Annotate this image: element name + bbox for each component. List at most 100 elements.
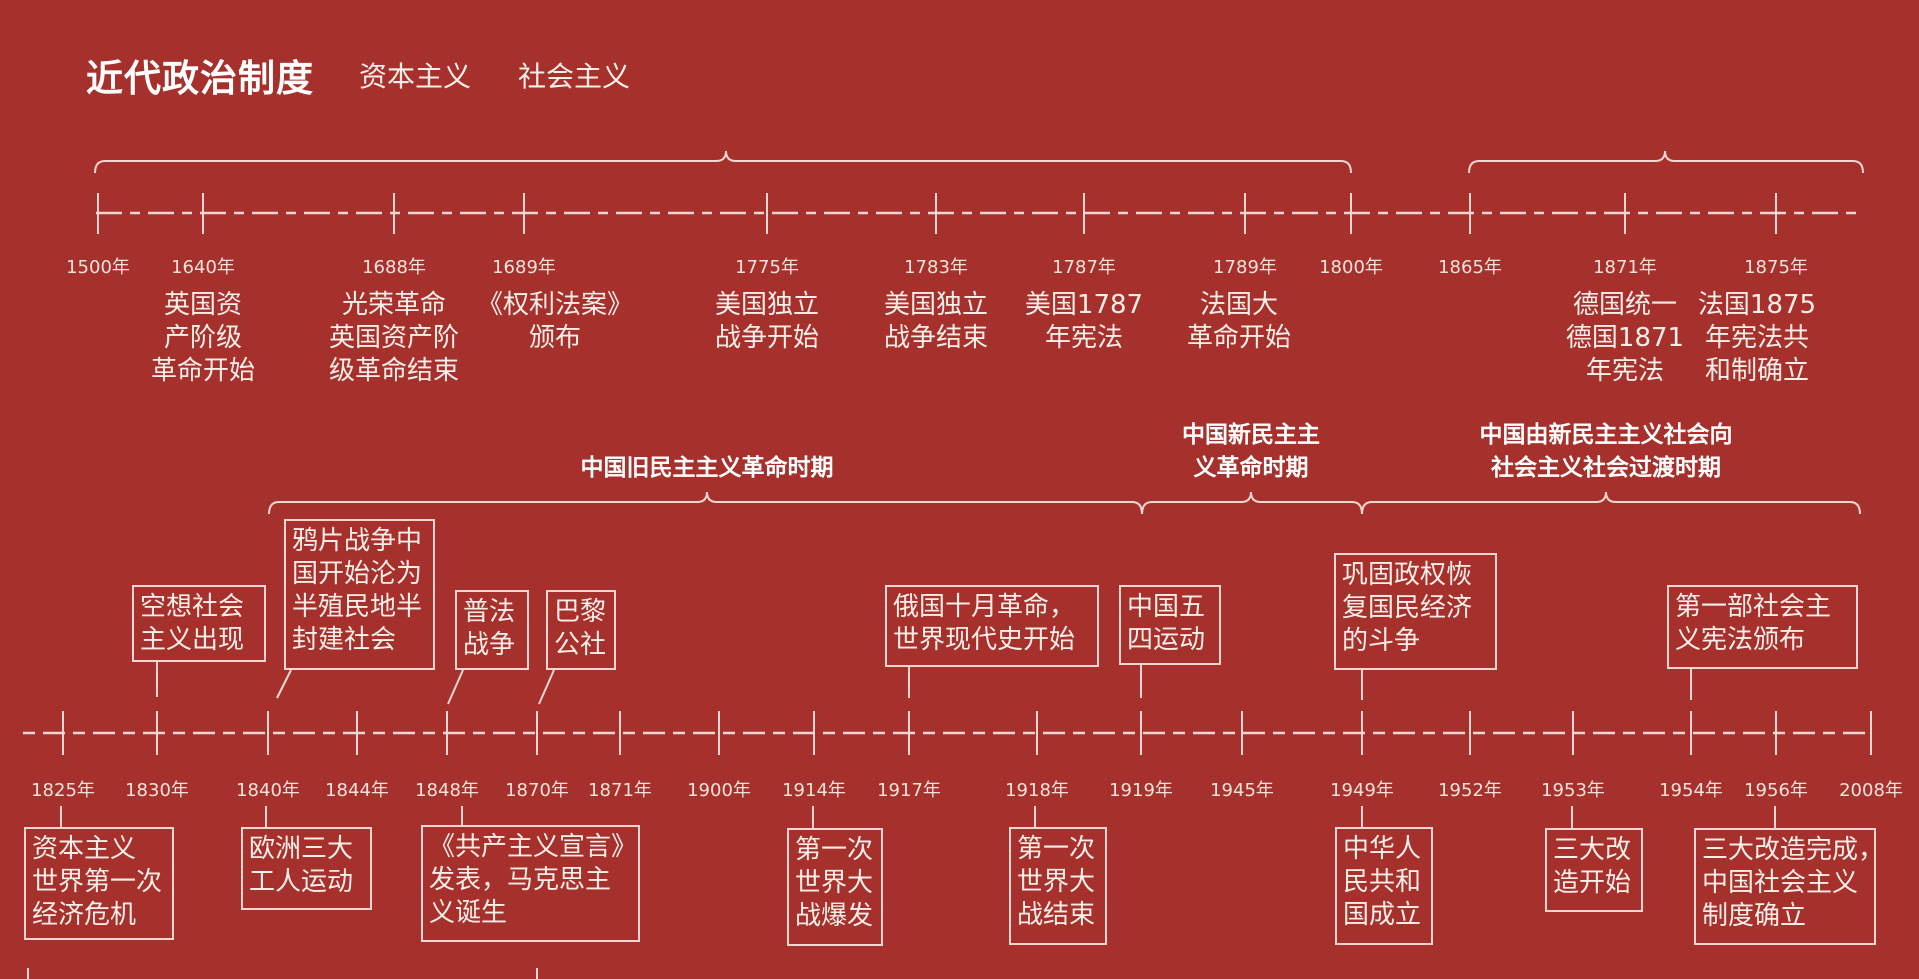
period-label: 中国旧民主主义革命时期 [581,452,834,485]
year-label: 1914年 [782,780,846,801]
text-line: 空想社会 [140,592,245,622]
event-box: 巴黎公社 [546,590,616,670]
year-label: 1871年 [1593,257,1657,278]
year-label: 1952年 [1438,780,1502,801]
year-label: 1840年 [236,780,300,801]
year-label: 1875年 [1744,257,1808,278]
event-label: 美国独立战争开始 [715,289,819,355]
event-label: 《权利法案》颁布 [477,289,633,355]
text-line: 世界大 [1017,867,1096,897]
year-label: 1917年 [877,780,941,801]
year-label: 1689年 [492,257,556,278]
brace-transition-period [1361,491,1861,515]
year-label: 1954年 [1659,780,1723,801]
text-line: 封建社会 [292,625,397,655]
event-box: 《共产主义宣言》发表，马克思主义诞生 [421,825,640,942]
text-line: 中国旧民主主义革命时期 [580,455,834,481]
text-line: 的斗争 [1342,626,1421,656]
year-label: 1688年 [362,257,426,278]
text-line: 法国大 [1199,290,1279,320]
text-line: 战结束 [1017,900,1096,930]
text-line: 资本主义 [32,834,137,864]
text-line: 普法 [463,597,516,627]
text-line: 国成立 [1343,900,1422,930]
text-line: 年宪法共 [1704,323,1810,353]
event-box: 巩固政权恢复国民经济的斗争 [1334,553,1497,670]
text-line: 德国统一 [1572,290,1678,320]
text-line: 产阶级 [163,323,243,353]
year-label: 1871年 [588,780,652,801]
year-label: 1956年 [1744,780,1808,801]
brace-new-democratic-period [1141,491,1363,515]
text-line: 德国1871 [1565,323,1685,353]
year-label: 1800年 [1319,257,1383,278]
text-line: 公社 [554,630,607,660]
text-line: 民共和 [1343,867,1422,897]
brace-old-democratic-period [268,491,1143,515]
event-box: 欧洲三大工人运动 [241,827,372,910]
text-line: 中国五 [1127,592,1206,622]
text-line: 欧洲三大 [249,834,354,864]
connector-line [538,669,555,705]
text-line: 美国独立 [714,290,820,320]
event-box: 资本主义世界第一次经济危机 [24,827,174,940]
year-label: 1640年 [171,257,235,278]
text-line: 光荣革命 [341,290,447,320]
text-line: 第一次 [795,835,874,865]
year-label: 1949年 [1330,780,1394,801]
year-label: 1945年 [1210,780,1274,801]
text-line: 三大改造完成， [1702,835,1885,865]
text-line: 俄国十月革命， [893,592,1076,622]
year-label: 1787年 [1052,257,1116,278]
year-label: 1919年 [1109,780,1173,801]
text-line: 革命开始 [1186,323,1292,353]
year-label: 1870年 [505,780,569,801]
text-line: 颁布 [528,323,582,353]
year-label: 1783年 [904,257,968,278]
event-label: 法国大革命开始 [1187,289,1291,355]
event-box: 普法战争 [455,590,529,670]
text-line: 中国由新民主主义社会向 [1479,422,1733,448]
year-label: 1825年 [31,780,95,801]
text-line: 巩固政权恢 [1342,560,1473,590]
text-line: 半殖民地半 [292,592,423,622]
text-line: 和制确立 [1704,356,1810,386]
text-line: 英国资 [163,290,243,320]
text-line: 战爆发 [795,901,874,931]
text-line: 世界第一次 [32,867,163,897]
text-line: 义宪法颁布 [1675,625,1806,655]
year-label: 1900年 [687,780,751,801]
text-line: 法国1875 [1697,290,1817,320]
page-title: 近代政治制度 [86,57,314,100]
text-line: 《权利法案》 [476,290,634,320]
text-line: 战争结束 [883,323,989,353]
brace-socialism [1468,150,1864,174]
text-line: 战争 [463,630,516,660]
event-label: 光荣革命英国资产阶级革命结束 [329,289,459,388]
text-line: 世界现代史开始 [893,625,1076,655]
text-line: 中国社会主义 [1702,868,1859,898]
text-line: 中华人 [1343,834,1422,864]
year-label: 2008年 [1839,780,1903,801]
text-line: 年宪法 [1585,356,1665,386]
text-line: 巴黎 [554,597,607,627]
event-box: 三大改造开始 [1545,828,1643,912]
event-box: 三大改造完成，中国社会主义制度确立 [1694,828,1885,945]
year-label: 1789年 [1213,257,1277,278]
event-box: 第一次世界大战爆发 [787,828,883,946]
text-line: 国开始沦为 [292,559,423,589]
period-label: 中国由新民主主义社会向社会主义社会过渡时期 [1480,419,1733,485]
text-line: 发表，马克思主 [429,865,612,895]
event-label: 英国资产阶级革命开始 [151,289,255,388]
period-label: 中国新民主主义革命时期 [1182,419,1320,485]
text-line: 造开始 [1553,868,1632,898]
text-line: 复国民经济 [1342,593,1473,623]
text-line: 义诞生 [429,898,508,928]
event-box: 俄国十月革命，世界现代史开始 [885,585,1099,667]
event-box: 第一次世界大战结束 [1009,827,1107,945]
year-label: 1918年 [1005,780,1069,801]
